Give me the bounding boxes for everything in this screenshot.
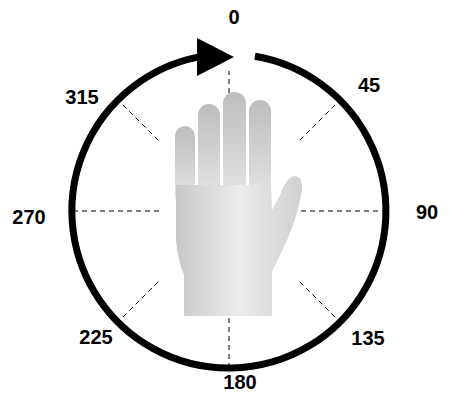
angle-label: 0 [228,7,239,27]
angle-label: 90 [416,202,438,222]
angle-label: 270 [12,207,45,227]
angle-label: 180 [223,372,256,392]
hand-picture [175,92,302,316]
angle-label: 45 [358,75,380,95]
angle-label: 225 [79,327,112,347]
rotation-arc [72,56,386,368]
rotation-arrowhead [197,38,234,76]
angle-label: 315 [65,87,98,107]
angle-label: 135 [351,328,384,348]
